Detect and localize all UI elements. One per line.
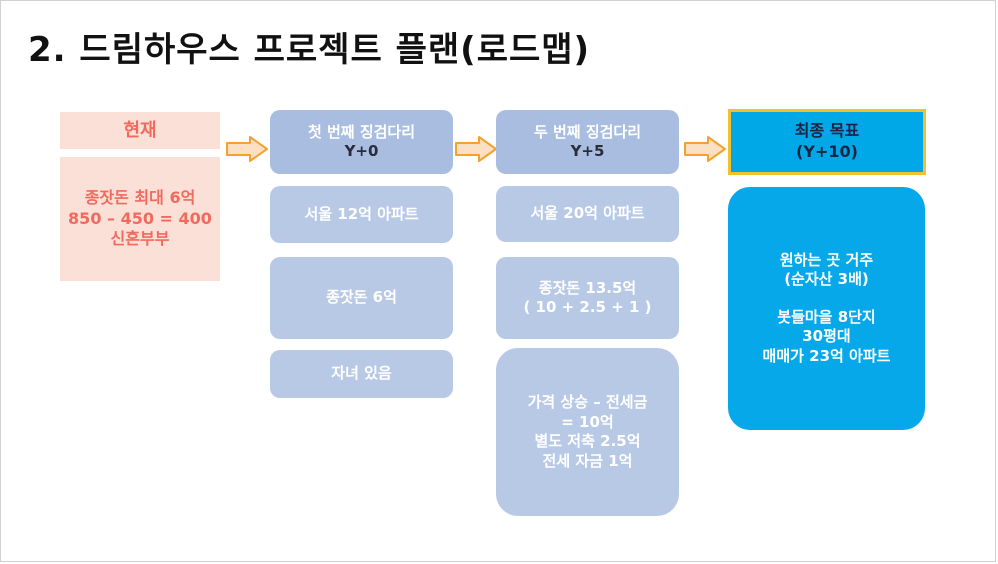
step1-year: Y+0 xyxy=(344,142,379,160)
goal-line: 원하는 곳 거주 xyxy=(779,250,874,269)
current-heading: 현재 xyxy=(60,112,220,149)
step2-item-line: = 10억 xyxy=(561,412,614,431)
step1-item-label: 자녀 있음 xyxy=(331,364,392,383)
step2-item-line: 별도 저축 2.5억 xyxy=(534,432,641,450)
slide-title: 2. 드림하우스 프로젝트 플랜(로드맵) xyxy=(28,30,591,70)
step2-heading: 두 번째 징검다리 Y+5 xyxy=(496,110,679,174)
step1-item: 자녀 있음 xyxy=(270,350,453,398)
right-arrow-icon xyxy=(455,136,497,162)
step2-item-line: 전세 자금 1억 xyxy=(542,451,633,470)
goal-line: (순자산 3배) xyxy=(784,270,869,289)
current-line: 종잣돈 최대 6억 xyxy=(84,187,196,207)
step2-item: 가격 상승 – 전세금 = 10억 별도 저축 2.5억 전세 자금 1억 xyxy=(496,348,679,516)
right-arrow-icon xyxy=(226,136,268,162)
step2-item-line: 가격 상승 – 전세금 xyxy=(527,393,648,411)
step2-heading-label: 두 번째 징검다리 xyxy=(533,122,642,141)
step2-item: 서울 20억 아파트 xyxy=(496,186,679,242)
right-arrow-icon xyxy=(684,136,726,162)
step1-heading-label: 첫 번째 징검다리 xyxy=(307,122,416,141)
step1-item: 종잣돈 6억 xyxy=(270,257,453,339)
goal-details: 원하는 곳 거주 (순자산 3배) 봇들마을 8단지 30평대 매매가 23억 … xyxy=(728,187,925,430)
goal-line: 봇들마을 8단지 xyxy=(777,307,876,326)
step1-heading: 첫 번째 징검다리 Y+0 xyxy=(270,110,453,174)
step2-item-label: 서울 20억 아파트 xyxy=(530,204,645,223)
current-line: 신혼부부 xyxy=(110,229,170,249)
step2-item-line: ( 10 + 2.5 + 1 ) xyxy=(523,298,652,316)
step2-item: 종잣돈 13.5억 ( 10 + 2.5 + 1 ) xyxy=(496,257,679,339)
current-details: 종잣돈 최대 6억 850 – 450 = 400 신혼부부 xyxy=(60,157,220,281)
goal-line: 매매가 23억 아파트 xyxy=(762,346,891,365)
step2-year: Y+5 xyxy=(570,142,605,160)
goal-year: (Y+10) xyxy=(796,142,858,161)
step1-item: 서울 12억 아파트 xyxy=(270,186,453,243)
goal-line: 30평대 xyxy=(802,327,851,346)
current-line: 850 – 450 = 400 xyxy=(68,208,212,228)
current-heading-label: 현재 xyxy=(123,119,157,141)
step2-item-line: 종잣돈 13.5억 xyxy=(538,278,637,297)
step1-item-label: 종잣돈 6억 xyxy=(326,288,397,307)
goal-heading-label: 최종 목표 xyxy=(794,121,860,141)
goal-heading: 최종 목표 (Y+10) xyxy=(728,109,926,175)
step1-item-label: 서울 12억 아파트 xyxy=(304,204,419,223)
